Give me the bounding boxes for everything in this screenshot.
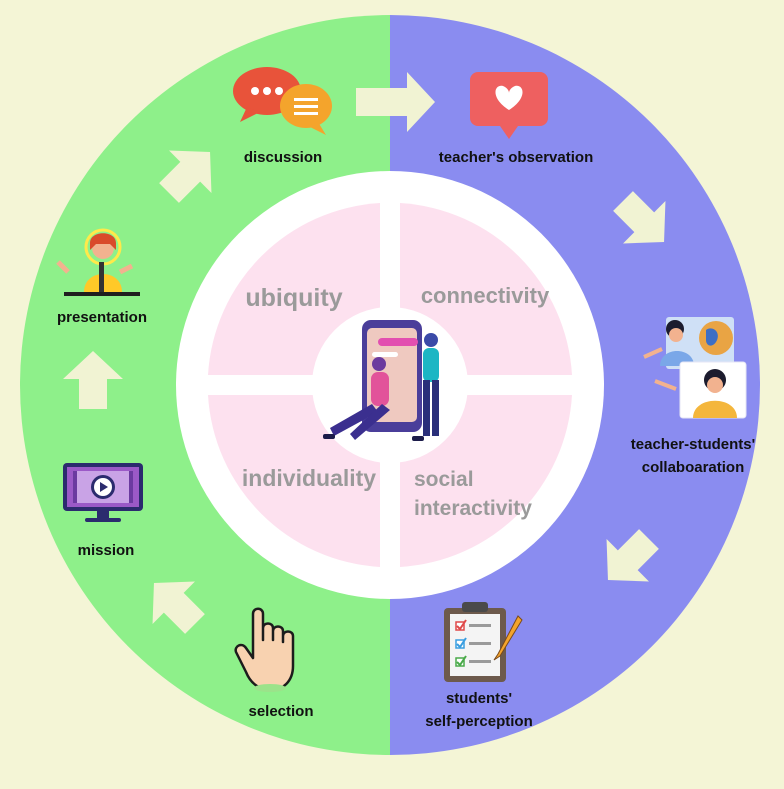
presenter-icon (56, 228, 140, 296)
arrow-right (356, 72, 435, 132)
step-label-collaboration-line2: collaboaration (642, 459, 745, 476)
checklist-clipboard-icon (444, 602, 523, 682)
arrow-up-right (159, 150, 212, 203)
arrow-down-right (613, 191, 666, 244)
video-call-icon (643, 317, 747, 419)
quadrant-label-ubiquity: ubiquity (245, 284, 342, 312)
quadrant-label-social: social (414, 468, 474, 491)
step-label-discussion: discussion (244, 149, 322, 166)
heart-bubble-icon (470, 72, 548, 139)
step-label-selection: selection (248, 703, 313, 720)
phone-users-illustration (323, 320, 439, 441)
arrow-down-left (606, 529, 659, 582)
step-label-collaboration-line1: teacher-students' (631, 436, 755, 453)
speech-bubbles-icon (233, 67, 332, 135)
arrow-up-left (152, 581, 205, 634)
quadrant-label-interactivity: interactivity (414, 497, 532, 520)
quadrant-label-connectivity: connectivity (421, 283, 550, 308)
step-label-mission: mission (78, 542, 135, 559)
arrow-up (63, 351, 123, 409)
quadrant-label-individuality: individuality (242, 465, 376, 491)
pointing-hand-icon (234, 607, 295, 692)
step-label-observation: teacher's observation (439, 149, 593, 166)
step-label-presentation: presentation (57, 309, 147, 326)
step-label-self-perception-line1: students' (446, 690, 512, 707)
video-monitor-icon (63, 463, 143, 522)
cycle-arrows (63, 72, 666, 634)
step-label-self-perception-line2: self-perception (425, 713, 533, 730)
